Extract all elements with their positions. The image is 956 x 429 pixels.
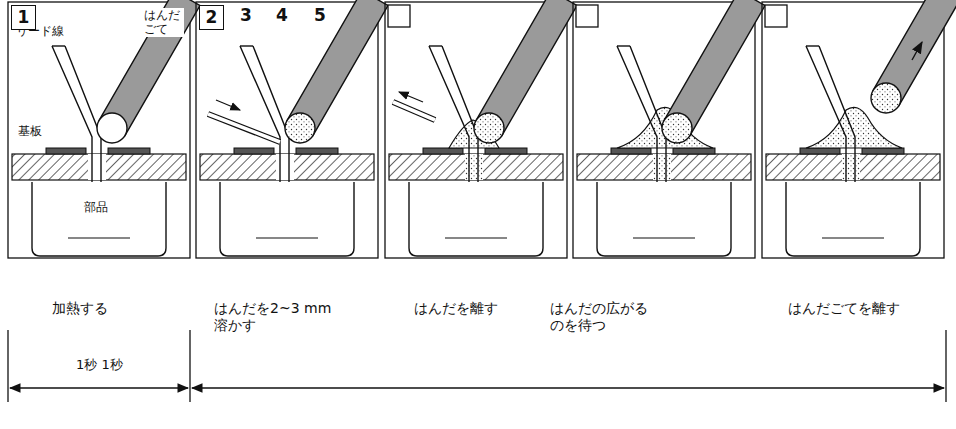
copper-pad — [862, 148, 904, 154]
step-panel — [573, 0, 765, 258]
step-number-box: 1 — [11, 5, 36, 30]
soldering-iron — [871, 0, 956, 113]
lead-wire — [429, 46, 469, 182]
component-body — [409, 182, 543, 256]
solder-wire — [208, 114, 280, 142]
copper-pad — [673, 148, 715, 154]
step-number: 5 — [314, 5, 326, 25]
empty-number-box — [388, 5, 410, 27]
soldering-iron — [285, 0, 388, 143]
through-hole — [842, 154, 860, 180]
time-label: 1秒 1秒 — [76, 357, 123, 373]
dimension-tick — [189, 330, 190, 402]
copper-pad — [423, 148, 463, 154]
dimension-arrow — [192, 387, 944, 388]
lead-wire — [617, 45, 630, 46]
copper-pad — [800, 148, 840, 154]
step-panel — [196, 0, 388, 258]
lead-wire — [65, 46, 101, 182]
step-panel — [8, 0, 200, 258]
step-number: 1 — [18, 9, 30, 26]
component-body — [32, 182, 166, 256]
copper-pad — [296, 148, 338, 154]
lead-wire — [52, 45, 65, 46]
part-label: はんだ ごて — [142, 8, 184, 37]
component-body — [786, 182, 920, 256]
lead-wire — [429, 45, 442, 46]
component-body — [220, 182, 354, 256]
step-caption: 加熱する — [52, 300, 108, 317]
copper-pad — [46, 148, 86, 154]
dimension-arrow — [10, 387, 188, 388]
empty-number-box — [576, 5, 598, 27]
circuit-board — [766, 154, 940, 180]
dimension-tick — [7, 330, 8, 402]
through-hole — [276, 154, 294, 180]
through-hole — [653, 154, 671, 180]
soldering-iron — [662, 0, 765, 143]
step-panel — [385, 0, 577, 258]
lead-wire — [442, 46, 478, 182]
step-number: 4 — [276, 5, 288, 25]
through-hole — [465, 154, 483, 180]
step-panel — [762, 0, 956, 258]
soldering-iron — [97, 0, 200, 143]
lead-wire — [617, 46, 657, 182]
circuit-board — [12, 154, 186, 180]
lead-wire — [630, 46, 666, 182]
motion-arrow — [912, 42, 922, 60]
motion-arrow — [399, 92, 423, 102]
lead-wire — [819, 46, 855, 182]
circuit-board — [200, 154, 374, 180]
part-label: 基板 — [16, 124, 44, 138]
step-caption: はんだごてを離す — [788, 300, 900, 317]
step-number: 3 — [240, 5, 252, 25]
step-number-box: 2 — [199, 5, 224, 30]
circuit-board — [577, 154, 751, 180]
soldering-iron — [474, 0, 577, 143]
component-line — [256, 237, 318, 238]
circuit-board — [389, 154, 563, 180]
copper-pad — [485, 148, 527, 154]
lead-wire — [806, 46, 846, 182]
step-caption: はんだを2~3 mm 溶かす — [214, 300, 332, 334]
lead-wire — [240, 46, 280, 182]
lead-wire — [253, 46, 289, 182]
dimension-tick — [945, 330, 946, 402]
empty-number-box — [765, 5, 787, 27]
copper-pad — [108, 148, 150, 154]
copper-pad — [611, 148, 651, 154]
component-line — [633, 237, 695, 238]
lead-wire — [52, 46, 92, 182]
step-caption: はんだを離す — [414, 300, 498, 317]
motion-arrow — [216, 100, 240, 110]
lead-wire — [806, 45, 819, 46]
component-line — [822, 237, 884, 238]
component-body — [597, 182, 731, 256]
through-hole — [88, 154, 106, 180]
step-number: 2 — [206, 9, 218, 26]
step-caption: はんだの広がる のを待つ — [550, 300, 656, 334]
component-line — [68, 237, 130, 238]
solder-wire — [393, 102, 435, 120]
copper-pad — [234, 148, 274, 154]
part-label: 部品 — [84, 200, 108, 214]
lead-wire — [240, 45, 253, 46]
component-line — [445, 237, 507, 238]
